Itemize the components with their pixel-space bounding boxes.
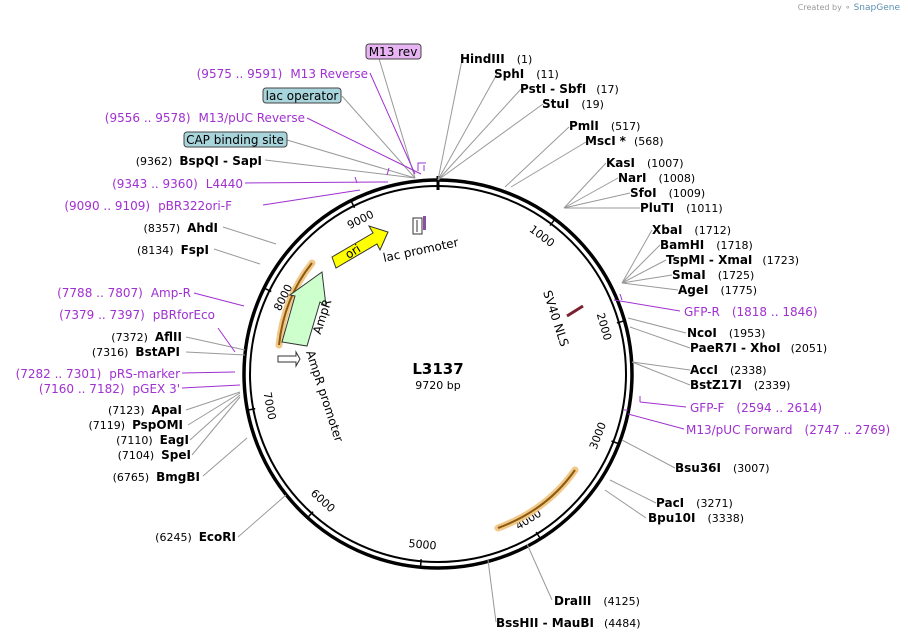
site-xbai: XbaI(1712)	[652, 223, 731, 237]
tick-label: 1000	[527, 223, 557, 250]
tick-mark	[535, 531, 542, 540]
primer-m13-puc-reverse: (9556 .. 9578)M13/pUC Reverse	[105, 111, 305, 125]
ampr-promoter-label: AmpR promoter	[303, 349, 346, 444]
primer-pgex-3: (7160 .. 7182)pGEX 3'	[39, 382, 180, 396]
site-ncoi: NcoI(1953)	[687, 326, 765, 340]
right-restriction-sites: HindIII(1) SphI(11) PstI - SbfI(17) StuI…	[460, 52, 827, 630]
plasmid-size: 9720 bp	[415, 379, 460, 392]
site-tspmi-xmai: TspMI - XmaI(1723)	[666, 253, 799, 267]
site-fspi: (8134)FspI	[137, 243, 209, 257]
site-draiii: DraIII(4125)	[554, 594, 640, 608]
site-pspomi: (7119)PspOMI	[88, 418, 183, 432]
primer-pbrforeco: (7379 .. 7397)pBRforEco	[59, 308, 215, 322]
site-sphi: SphI(11)	[494, 67, 559, 81]
ampr-feature	[281, 271, 327, 347]
sv40-nls-feature	[566, 304, 584, 318]
primer-prs-marker: (7282 .. 7301)pRS-marker	[16, 367, 180, 381]
lac-promoter-label: lac promoter	[382, 235, 460, 265]
feature-arcs	[275, 259, 579, 532]
inner-features: ori AmpR AmpR promoter lac promoter SV40…	[277, 216, 584, 444]
tick-label: 5000	[408, 537, 437, 552]
boxed-feature-labels: M13 rev lac operator CAP binding site	[183, 43, 422, 148]
site-pluti: PluTI(1011)	[640, 201, 723, 215]
site-ahdi: (8357)AhdI	[144, 221, 218, 235]
cap-binding-site-box: CAP binding site	[186, 133, 284, 147]
site-bspqi-sapi: (9362)BspQI - SapI	[136, 154, 262, 168]
primer-markers	[181, 72, 687, 430]
primer-labels: (9575 .. 9591)M13 Reverse (9556 .. 9578)…	[16, 67, 891, 437]
site-bamhi: BamHI(1718)	[660, 238, 753, 252]
site-paer7i-xhoi: PaeR7I - XhoI(2051)	[690, 341, 827, 355]
ampr-promoter-feature	[277, 350, 301, 368]
primer-m13-reverse: (9575 .. 9591)M13 Reverse	[197, 67, 368, 81]
primer-l4440: (9343 .. 9360)L4440	[112, 177, 243, 191]
tick-mark	[247, 407, 256, 411]
site-bmgbi: (6765)BmgBI	[113, 470, 200, 484]
site-stui: StuI(19)	[542, 97, 604, 111]
sv40-nls-label: SV40 NLS	[540, 289, 571, 349]
plasmid-name: L3137	[412, 360, 463, 378]
site-pmli: PmlI(517)	[569, 119, 640, 133]
site-nari: NarI(1008)	[618, 171, 695, 185]
site-bsu36i: Bsu36I(3007)	[675, 461, 770, 475]
site-agei: AgeI(1775)	[678, 283, 757, 297]
tick-label: 6000	[308, 487, 337, 515]
site-aflii: (7372)AflII	[111, 330, 182, 344]
site-kasi: KasI(1007)	[606, 156, 684, 170]
snapgene-logo-icon: ⚬	[844, 3, 852, 12]
site-bpu10i: Bpu10I(3338)	[648, 511, 744, 525]
site-hindiii: HindIII(1)	[460, 52, 532, 66]
site-bstz17i: BstZ17I(2339)	[690, 378, 790, 392]
tick-label: 7000	[261, 391, 279, 421]
ori-feature	[331, 225, 389, 269]
site-bsshii-maubi: BssHII - MauBI(4484)	[496, 616, 641, 630]
primer-gfp-f: GFP-F(2594 .. 2614)	[690, 401, 822, 415]
tick-mark	[616, 320, 625, 324]
lac-operator-mark	[423, 216, 426, 230]
tick-label: 2000	[594, 311, 614, 341]
left-restriction-sites: (9362)BspQI - SapI (8357)AhdI (8134)FspI…	[88, 154, 262, 544]
site-ecori: (6245)EcoRI	[155, 530, 236, 544]
site-bstapi: (7316)BstAPI	[92, 345, 180, 359]
primer-gfp-r: GFP-R(1818 .. 1846)	[684, 305, 818, 319]
tick-mark	[263, 287, 272, 293]
label-leader-lines	[185, 51, 691, 623]
site-paci: PacI(3271)	[656, 496, 733, 510]
site-apai: (7123)ApaI	[108, 403, 182, 417]
site-smai: SmaI(1725)	[672, 268, 754, 282]
site-psti-sbfi: PstI - SbfI(17)	[520, 82, 619, 96]
site-msci: MscI*(568)	[585, 134, 664, 148]
site-spei: (7104)SpeI	[118, 448, 191, 462]
tick-mark	[549, 218, 556, 226]
tick-mark	[307, 511, 314, 519]
tick-mark	[419, 559, 422, 568]
m13-rev-box: M13 rev	[369, 45, 418, 59]
primer-m13-puc-forward: M13/pUC Forward(2747 .. 2769)	[686, 423, 890, 437]
lac-operator-box: lac operator	[266, 89, 339, 103]
primer-pbr322ori-f: (9090 .. 9109)pBR322ori-F	[64, 199, 232, 213]
tick-mark	[611, 440, 620, 445]
site-eagi: (7110)EagI	[116, 433, 189, 447]
tick-label: 3000	[587, 420, 609, 451]
snapgene-credit: Created by ⚬ SnapGene	[797, 3, 900, 13]
site-acci: AccI(2338)	[690, 363, 767, 377]
tick-mark	[350, 200, 356, 209]
site-sfoi: SfoI(1009)	[630, 186, 705, 200]
primer-amp-r: (7788 .. 7807)Amp-R	[57, 286, 191, 300]
